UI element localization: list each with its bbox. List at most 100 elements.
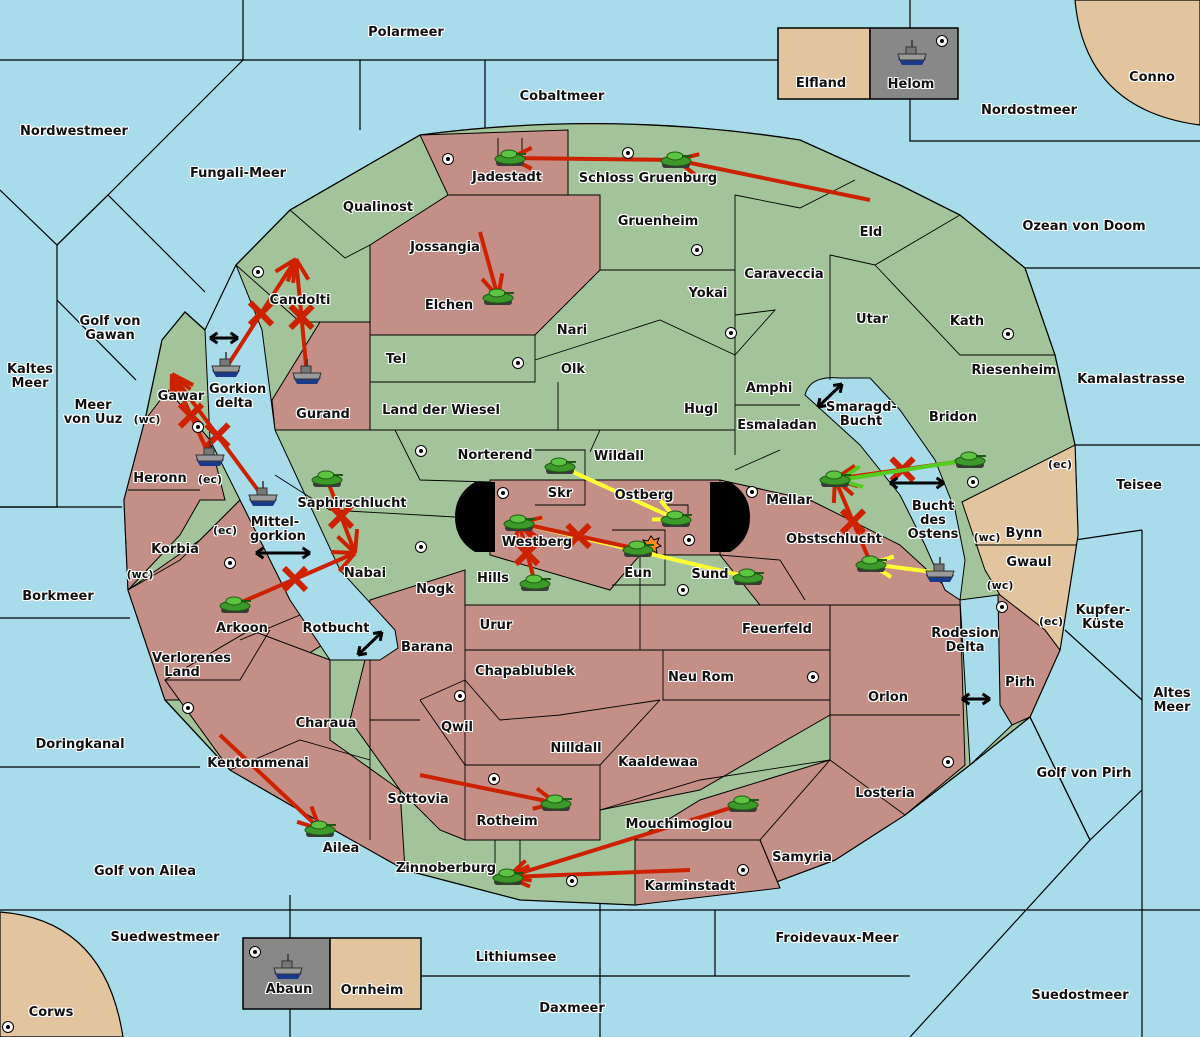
sea-label[interactable]: Polarmeer xyxy=(368,25,444,40)
land-label[interactable]: Jossangia xyxy=(410,240,480,255)
land-label[interactable]: Nilldall xyxy=(550,741,602,756)
land-label[interactable]: Kath xyxy=(949,314,985,329)
land-label[interactable]: Ornheim xyxy=(340,983,404,998)
sea-label[interactable]: Meer von Uuz xyxy=(63,398,123,427)
land-label[interactable]: Losteria xyxy=(855,786,915,801)
land-label[interactable]: Elfland xyxy=(795,76,847,91)
land-label[interactable]: Gwaul xyxy=(1006,555,1052,570)
tank-unit-icon[interactable] xyxy=(219,596,251,613)
land-label[interactable]: Eun xyxy=(624,566,652,581)
land-label[interactable]: Sund xyxy=(691,567,729,582)
land-label[interactable]: Amphi xyxy=(745,381,793,396)
sea-label[interactable]: Cobaltmeer xyxy=(519,89,605,104)
land-label[interactable]: Samyria xyxy=(772,850,832,865)
land-label[interactable]: Utar xyxy=(856,312,888,327)
land-label[interactable]: Abaun xyxy=(265,982,313,997)
fleet-unit-icon[interactable] xyxy=(195,441,225,466)
sea-label[interactable]: Borkmeer xyxy=(22,589,94,604)
sea-label[interactable]: Suedwestmeer xyxy=(110,930,220,945)
land-label[interactable]: Saphirschlucht xyxy=(297,496,407,511)
land-label[interactable]: Nabai xyxy=(343,566,387,581)
tank-unit-icon[interactable] xyxy=(544,457,576,474)
land-label[interactable]: Obstschlucht xyxy=(786,532,882,547)
inner-sea-rodesion[interactable] xyxy=(959,594,1013,767)
sea-label[interactable]: Nordostmeer xyxy=(980,103,1078,118)
land-label[interactable]: Gurand xyxy=(296,407,350,422)
region-ornheim[interactable] xyxy=(329,937,422,1010)
sea-label[interactable]: Daxmeer xyxy=(539,1001,605,1016)
sea-label[interactable]: Doringkanal xyxy=(35,737,125,752)
land-label[interactable]: Ostberg xyxy=(614,488,674,503)
tank-unit-icon[interactable] xyxy=(311,470,343,487)
land-label[interactable]: Feuerfeld xyxy=(742,622,812,637)
land-label[interactable]: Jadestadt xyxy=(472,170,542,185)
land-label[interactable]: Sottovia xyxy=(387,792,449,807)
tank-unit-icon[interactable] xyxy=(503,514,535,531)
land-label[interactable]: Elchen xyxy=(424,298,474,313)
tank-unit-icon[interactable] xyxy=(660,151,692,168)
fleet-unit-icon[interactable] xyxy=(211,352,241,377)
sea-label[interactable]: Mittel-gorkion xyxy=(250,515,306,544)
land-label[interactable]: Ailea xyxy=(322,841,360,856)
sea-label[interactable]: Bucht des Ostens xyxy=(907,499,959,542)
region-corws[interactable] xyxy=(0,911,124,1037)
sea-label[interactable]: Golf von Gawan xyxy=(79,314,141,343)
land-label[interactable]: Bridon xyxy=(928,410,978,425)
sea-label[interactable]: Rotbucht xyxy=(302,621,370,636)
land-label[interactable]: Pirh xyxy=(1005,675,1035,690)
tank-unit-icon[interactable] xyxy=(622,540,654,557)
land-label[interactable]: Verlorenes Land xyxy=(152,651,232,680)
land-label[interactable]: Eld xyxy=(859,225,883,240)
land-label[interactable]: Conno xyxy=(1129,70,1175,85)
land-label[interactable]: Riesenheim xyxy=(971,363,1057,378)
sea-label[interactable]: Golf von Pirh xyxy=(1036,766,1132,781)
land-label[interactable]: Neu Rom xyxy=(668,670,734,685)
land-label[interactable]: Gawar xyxy=(157,389,205,404)
land-label[interactable]: Zinnoberburg xyxy=(395,861,497,876)
sea-label[interactable]: Teisee xyxy=(1116,478,1162,493)
land-label[interactable]: Bynn xyxy=(1005,526,1043,541)
land-label[interactable]: Gruenheim xyxy=(617,214,699,229)
land-label[interactable]: Charaua xyxy=(295,716,357,731)
land-label[interactable]: Kentommenai xyxy=(207,756,309,771)
land-label[interactable]: Hugl xyxy=(684,402,718,417)
tank-unit-icon[interactable] xyxy=(660,510,692,527)
tank-unit-icon[interactable] xyxy=(732,568,764,585)
fleet-unit-icon[interactable] xyxy=(897,40,927,65)
fleet-unit-icon[interactable] xyxy=(292,359,322,384)
sea-label[interactable]: Rodesion Delta xyxy=(931,626,999,655)
sea-label[interactable]: Kupfer-Küste xyxy=(1075,603,1131,632)
tank-unit-icon[interactable] xyxy=(304,820,336,837)
sea-label[interactable]: Ozean von Doom xyxy=(1022,219,1146,234)
sea-label[interactable]: Suedostmeer xyxy=(1031,988,1129,1003)
land-label[interactable]: Tel xyxy=(385,352,407,367)
land-label[interactable]: Skr xyxy=(547,486,573,501)
land-label[interactable]: Orlon xyxy=(867,690,909,705)
land-label[interactable]: Hills xyxy=(477,571,509,586)
land-label[interactable]: Schloss Gruenburg xyxy=(578,171,718,186)
fleet-unit-icon[interactable] xyxy=(248,481,278,506)
land-label[interactable]: Esmaladan xyxy=(737,418,817,433)
fleet-unit-icon[interactable] xyxy=(925,557,955,582)
land-label[interactable]: Olk xyxy=(560,362,586,377)
land-label[interactable]: Nogk xyxy=(416,582,454,597)
tank-unit-icon[interactable] xyxy=(492,868,524,885)
land-label[interactable]: Candolti xyxy=(269,293,331,308)
land-label[interactable]: Nari xyxy=(556,323,588,338)
tank-unit-icon[interactable] xyxy=(954,451,986,468)
tank-unit-icon[interactable] xyxy=(727,795,759,812)
land-label[interactable]: Karminstadt xyxy=(644,879,736,894)
land-label[interactable]: Norterend xyxy=(457,448,533,463)
land-label[interactable]: Caraveccia xyxy=(744,267,824,282)
land-label[interactable]: Qwil xyxy=(441,720,473,735)
region-elfland[interactable] xyxy=(777,27,871,100)
land-label[interactable]: Westberg xyxy=(501,535,573,550)
sea-label[interactable]: Fungali-Meer xyxy=(189,166,287,181)
region-conno[interactable] xyxy=(1074,0,1200,126)
tank-unit-icon[interactable] xyxy=(482,288,514,305)
land-label[interactable]: Rotheim xyxy=(476,814,538,829)
fleet-unit-icon[interactable] xyxy=(273,954,303,979)
land-label[interactable]: Mouchimoglou xyxy=(625,817,733,832)
land-label[interactable]: Qualinost xyxy=(342,200,414,215)
land-label[interactable]: Barana xyxy=(401,640,453,655)
